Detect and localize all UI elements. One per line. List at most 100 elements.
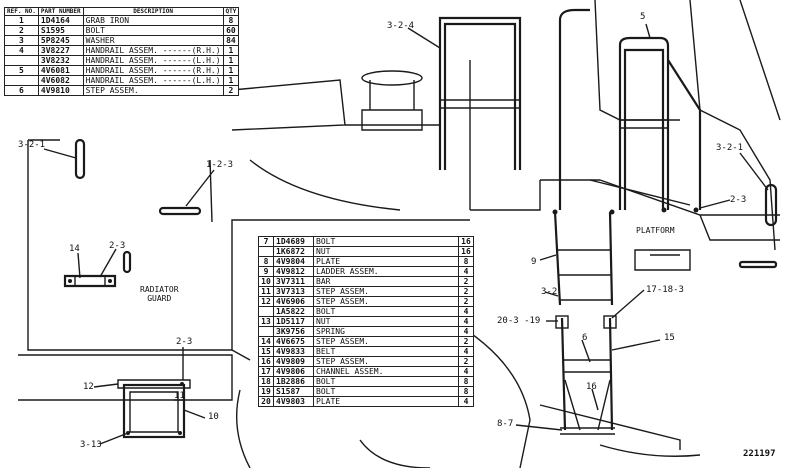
callout-10: 10	[208, 412, 219, 422]
ref-cell: 1	[4, 15, 39, 26]
ref-cell: 19	[258, 386, 274, 397]
callout-3-13: 3-13	[80, 440, 102, 450]
description-cell: STEP ASSEM.	[313, 296, 459, 307]
ref-cell	[4, 75, 39, 86]
callout-17-18-3: 17-18-3	[646, 285, 684, 295]
small-parts	[63, 138, 778, 439]
ref-cell	[258, 246, 274, 257]
callout-radiator-guard: RADIATOR GUARD	[140, 285, 179, 303]
part-number-cell: 4V9809	[273, 356, 314, 367]
ref-cell: 2	[4, 25, 39, 36]
callout-14: 14	[69, 244, 80, 254]
callout-2-3-bottom: 2-3	[176, 337, 193, 347]
ref-cell: 12	[258, 296, 274, 307]
callout-15: 15	[664, 333, 675, 343]
qty-cell: 8	[222, 15, 240, 26]
description-cell: NUT	[313, 316, 459, 327]
qty-cell: 1	[222, 55, 240, 66]
qty-cell: 8	[458, 256, 474, 267]
qty-cell: 4	[458, 266, 474, 277]
description-cell: SPRING	[313, 326, 459, 337]
part-number-cell: 1B2886	[273, 376, 314, 387]
callout-3-2-1-left: 3-2-1	[18, 140, 46, 150]
callout-2-3-left: 2-3	[109, 241, 126, 251]
part-number-cell: 4V9833	[273, 346, 314, 357]
qty-cell: 60	[222, 25, 240, 36]
description-cell: PLATE	[313, 396, 459, 407]
qty-cell: 4	[458, 346, 474, 357]
qty-cell: 4	[458, 366, 474, 377]
qty-cell: 2	[458, 276, 474, 287]
ref-cell: 13	[258, 316, 274, 327]
part-number-cell: 4V6081	[37, 65, 84, 76]
description-cell: STEP ASSEM.	[313, 356, 459, 367]
ref-cell	[4, 55, 39, 66]
machine-outline	[18, 0, 781, 468]
col-ref-no: REF. NO.	[4, 7, 39, 16]
description-cell: GRAB IRON	[82, 15, 224, 26]
qty-cell: 2	[458, 296, 474, 307]
callout-3-2-1-right: 3-2-1	[716, 143, 744, 153]
callout-2-3-right: 2-3	[730, 195, 747, 205]
part-number-cell: 4V9812	[273, 266, 314, 277]
qty-cell: 1	[222, 65, 240, 76]
qty-cell: 2	[458, 356, 474, 367]
part-number-cell: 1K6872	[273, 246, 314, 257]
col-description: DESCRIPTION	[82, 7, 224, 16]
part-number-cell: 1D5117	[273, 316, 314, 327]
qty-cell: 4	[458, 326, 474, 337]
callout-9: 9	[531, 257, 537, 267]
callout-12: 12	[83, 382, 94, 392]
ladder-9	[553, 211, 614, 306]
part-number-cell: 3V7313	[273, 286, 314, 297]
ref-cell: 9	[258, 266, 274, 277]
qty-cell: 16	[458, 236, 474, 247]
qty-cell: 16	[458, 246, 474, 257]
description-cell: BAR	[313, 276, 459, 287]
description-cell: BOLT	[313, 236, 459, 247]
qty-cell: 1	[222, 45, 240, 56]
callout-8-7: 8-7	[497, 419, 514, 429]
part-number-cell: 4V6675	[273, 336, 314, 347]
description-cell: BELT	[313, 346, 459, 357]
part-number-cell: 3K9756	[273, 326, 314, 337]
col-part-number: PART NUMBER	[37, 7, 84, 16]
ref-cell: 7	[258, 236, 274, 247]
callout-16: 16	[586, 382, 597, 392]
ref-cell: 20	[258, 396, 274, 407]
callout-3-2: 3-2	[541, 287, 558, 297]
description-cell: STEP ASSEM.	[82, 85, 224, 96]
callout-1-2-3: 1-2-3	[206, 160, 234, 170]
part-number-cell: 4V6082	[37, 75, 84, 86]
ref-cell: 18	[258, 376, 274, 387]
ref-cell: 11	[258, 286, 274, 297]
col-qty: QTY	[222, 7, 240, 16]
qty-cell: 8	[458, 386, 474, 397]
handrail-5	[558, 8, 702, 210]
part-number-cell: 1D4164	[37, 15, 84, 26]
description-cell: STEP ASSEM.	[313, 286, 459, 297]
ref-cell: 3	[4, 35, 39, 46]
callout-11: 11	[174, 391, 185, 401]
part-number-cell: S1595	[37, 25, 84, 36]
callout-20-3-19: 20-3 -19	[497, 316, 541, 326]
callout-6: 6	[582, 333, 588, 343]
ref-cell: 16	[258, 356, 274, 367]
